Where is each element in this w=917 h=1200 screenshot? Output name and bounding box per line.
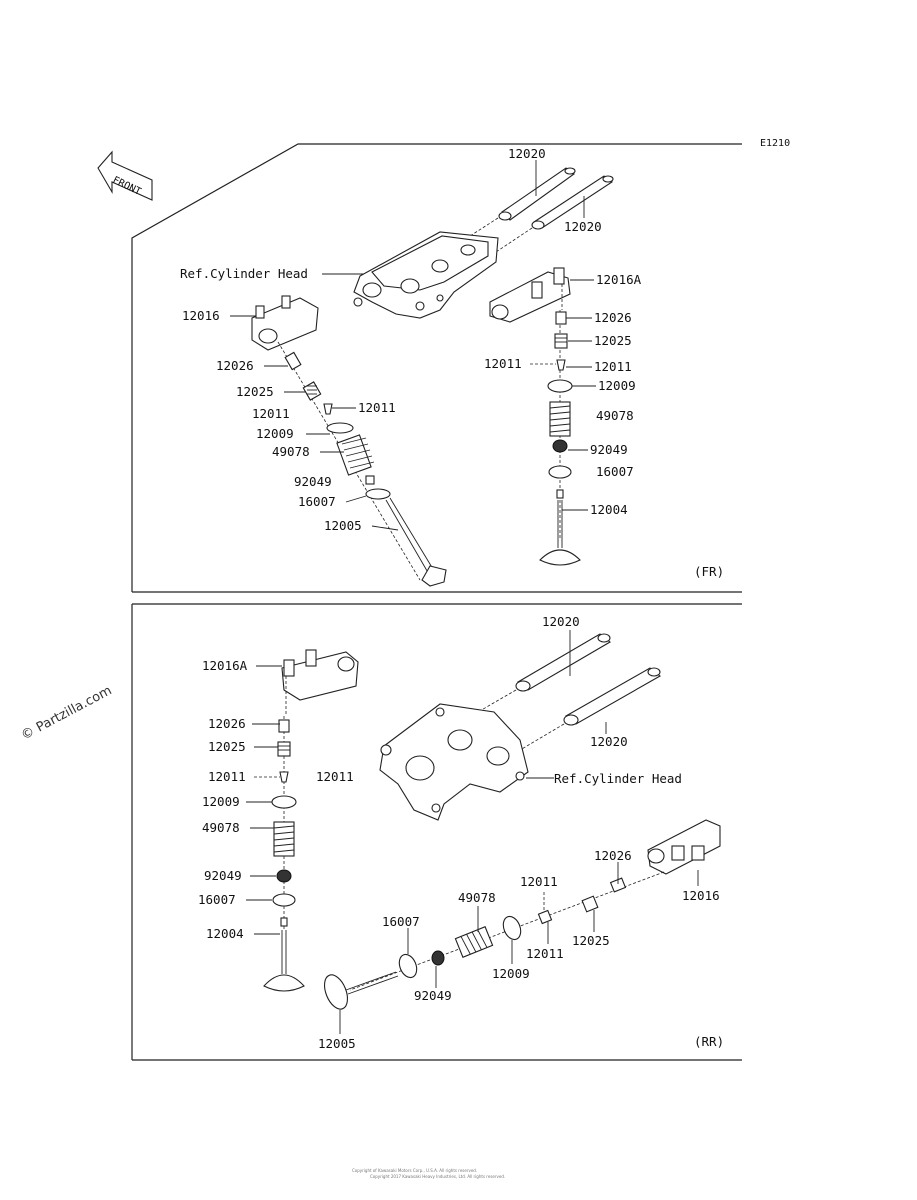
fr-rocker-arm-left bbox=[251, 295, 319, 351]
rr-label-49078: 49078 bbox=[458, 890, 496, 905]
watermark: © Partzilla.com bbox=[19, 683, 115, 743]
fr-left-label-12009: 12009 bbox=[256, 426, 294, 441]
fr-right-label-12025: 12025 bbox=[594, 333, 632, 348]
footer-copyright-1: Copyright of Kawasaki Motors Corp., U.S.… bbox=[352, 1168, 477, 1173]
fr-label-12020-b: 12020 bbox=[564, 219, 602, 234]
fr-label-ref-head: Ref.Cylinder Head bbox=[180, 266, 308, 281]
fr-left-label-92049: 92049 bbox=[294, 474, 332, 489]
fr-label-12004: 12004 bbox=[590, 502, 628, 517]
rr-label-12020-b: 12020 bbox=[590, 734, 628, 749]
rr-label-ref-head: Ref.Cylinder Head bbox=[554, 771, 682, 786]
fr-right-label-12009: 12009 bbox=[598, 378, 636, 393]
rr-left-label-16007: 16007 bbox=[198, 892, 236, 907]
fr-section-frame bbox=[131, 143, 742, 593]
fr-left-valve-stack bbox=[277, 341, 447, 587]
fr-label-12020-a: 12020 bbox=[508, 146, 546, 161]
rr-left-label-12011-b: 12011 bbox=[316, 769, 354, 784]
fr-rocker-arm-right bbox=[489, 267, 571, 323]
fr-label-12005: 12005 bbox=[324, 518, 362, 533]
rr-label-12009: 12009 bbox=[492, 966, 530, 981]
rr-left-label-49078: 49078 bbox=[202, 820, 240, 835]
fr-leader-lines bbox=[230, 160, 596, 531]
fr-right-label-12011-b: 12011 bbox=[594, 359, 632, 374]
fr-right-label-12026: 12026 bbox=[594, 310, 632, 325]
fr-left-label-12026: 12026 bbox=[216, 358, 254, 373]
rr-left-label-12009: 12009 bbox=[202, 794, 240, 809]
rr-section-frame bbox=[131, 603, 742, 1061]
fr-right-label-49078: 49078 bbox=[596, 408, 634, 423]
fr-rocker-shafts bbox=[469, 167, 614, 253]
diagram-code: E1210 bbox=[760, 138, 790, 149]
rr-rocker-arm-right bbox=[647, 819, 721, 875]
rr-left-label-12026: 12026 bbox=[208, 716, 246, 731]
rr-rocker-shafts bbox=[477, 633, 661, 757]
rr-label-12016A: 12016A bbox=[202, 658, 248, 673]
rr-section-tag: (RR) bbox=[694, 1034, 724, 1049]
fr-left-label-12025: 12025 bbox=[236, 384, 274, 399]
rr-label-12011-a: 12011 bbox=[520, 874, 558, 889]
fr-left-label-12011-b: 12011 bbox=[358, 400, 396, 415]
rr-leader-lines bbox=[246, 630, 699, 1034]
rr-label-12025: 12025 bbox=[572, 933, 610, 948]
rr-left-label-12025: 12025 bbox=[208, 739, 246, 754]
fr-left-label-49078: 49078 bbox=[272, 444, 310, 459]
fr-section-tag: (FR) bbox=[694, 564, 724, 579]
rr-label-12016: 12016 bbox=[682, 888, 720, 903]
fr-label-12016A: 12016A bbox=[596, 272, 642, 287]
rr-label-12005: 12005 bbox=[318, 1036, 356, 1051]
fr-left-label-16007: 16007 bbox=[298, 494, 336, 509]
rr-label-16007: 16007 bbox=[382, 914, 420, 929]
rr-label-12026: 12026 bbox=[594, 848, 632, 863]
rr-rocker-arm-left bbox=[281, 649, 359, 716]
fr-right-label-92049: 92049 bbox=[590, 442, 628, 457]
front-arrow-icon: FRONT bbox=[97, 150, 153, 201]
fr-right-valve-stack bbox=[539, 310, 581, 566]
fr-right-label-12011-a: 12011 bbox=[484, 356, 522, 371]
fr-label-12016: 12016 bbox=[182, 308, 220, 323]
rr-cylinder-head bbox=[379, 703, 529, 821]
rr-left-label-92049: 92049 bbox=[204, 868, 242, 883]
fr-left-label-12011-a: 12011 bbox=[252, 406, 290, 421]
rr-label-12004: 12004 bbox=[206, 926, 244, 941]
rr-label-92049: 92049 bbox=[414, 988, 452, 1003]
fr-right-label-16007: 16007 bbox=[596, 464, 634, 479]
footer-copyright-2: Copyright 2017 Kawasaki Heavy Industries… bbox=[370, 1174, 505, 1179]
rr-horizontal-valve-stack bbox=[323, 871, 665, 1010]
rr-left-label-12011-a: 12011 bbox=[208, 769, 246, 784]
rr-label-12011-b: 12011 bbox=[526, 946, 564, 961]
rr-left-valve-stack bbox=[263, 716, 305, 992]
rr-label-12020-a: 12020 bbox=[542, 614, 580, 629]
fr-cylinder-head bbox=[353, 231, 499, 319]
